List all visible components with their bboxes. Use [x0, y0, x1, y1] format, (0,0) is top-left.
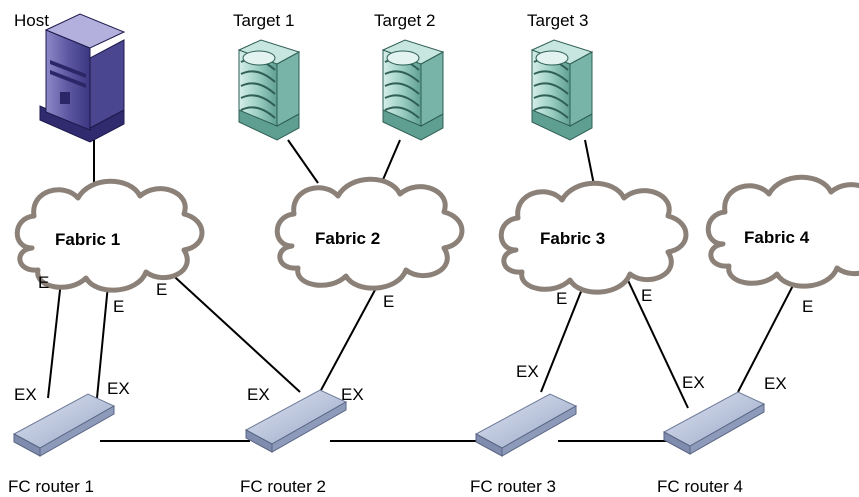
- target2-label: Target 2: [374, 11, 435, 30]
- port-label-ex: EX: [14, 385, 37, 404]
- port-label-e: E: [556, 289, 567, 308]
- router2-label: FC router 2: [240, 477, 326, 496]
- target3-storage-icon: [531, 39, 593, 141]
- link-fabric1-router1-b: [96, 284, 109, 399]
- router3-label: FC router 3: [470, 477, 556, 496]
- target3-label: Target 3: [527, 11, 588, 30]
- fabric4-label: Fabric 4: [744, 228, 810, 247]
- host-server-icon: [39, 13, 126, 143]
- port-label-e: E: [383, 292, 394, 311]
- fabric1-label: Fabric 1: [55, 230, 120, 249]
- host-label: Host: [14, 11, 49, 30]
- link-fabric3-router4: [624, 273, 689, 409]
- port-label-ex: EX: [764, 374, 787, 393]
- link-fabric1-router2: [164, 267, 301, 393]
- router1-label: FC router 1: [8, 477, 94, 496]
- port-label-ex: EX: [247, 385, 270, 404]
- port-label-e: E: [641, 286, 652, 305]
- links: [47, 139, 803, 442]
- port-label-e: E: [156, 280, 167, 299]
- link-target1-fabric2: [287, 139, 319, 184]
- link-fabric4-router4: [737, 267, 803, 393]
- port-label-ex: EX: [107, 379, 130, 398]
- target1-label: Target 1: [233, 11, 294, 30]
- port-label-e: E: [802, 297, 813, 316]
- router4-label: FC router 4: [657, 477, 743, 496]
- port-label-e: E: [113, 297, 124, 316]
- port-label-ex: EX: [341, 385, 364, 404]
- link-fabric3-router3: [540, 273, 589, 393]
- fabric2-label: Fabric 2: [315, 229, 380, 248]
- link-fabric1-router1-a: [47, 271, 63, 399]
- router4-icon: [663, 391, 765, 455]
- router3-icon: [475, 393, 577, 457]
- port-label-ex: EX: [516, 362, 539, 381]
- fabric3-label: Fabric 3: [540, 229, 605, 248]
- link-fabric2-router2: [319, 276, 383, 393]
- port-label-ex: EX: [682, 373, 705, 392]
- port-label-e: E: [38, 273, 49, 292]
- target1-storage-icon: [238, 39, 300, 141]
- target2-storage-icon: [382, 39, 444, 141]
